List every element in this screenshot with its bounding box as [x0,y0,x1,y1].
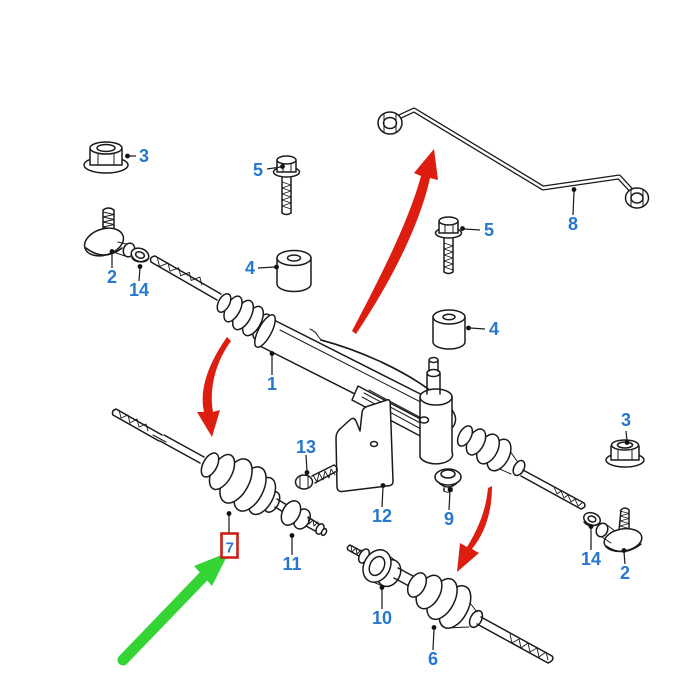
callout-7-highlighted[interactable]: 7 [226,540,234,557]
callout-14-right[interactable]: 14 [581,549,601,569]
callout-14-left[interactable]: 14 [129,280,149,300]
bushing-right [432,309,466,350]
callout-2-left[interactable]: 2 [107,267,117,287]
tie-rod-end-left [83,207,136,258]
callout-1[interactable]: 1 [267,374,277,394]
flange-nut-right [605,439,645,468]
callout-12[interactable]: 12 [372,506,392,526]
callout-4-right[interactable]: 4 [489,319,499,339]
highlight-box[interactable] [220,532,239,559]
callout-5-left[interactable]: 5 [253,160,263,180]
bracket-bolt [294,464,338,490]
mount-bolt-right [434,216,463,275]
flange-nut-left [83,141,129,174]
callout-11[interactable]: 11 [282,554,301,574]
mounting-bracket [335,399,394,493]
green-arrow-head [194,552,229,586]
callout-13[interactable]: 13 [296,437,316,457]
callout-2-right[interactable]: 2 [620,563,630,583]
callout-4-left[interactable]: 4 [245,258,255,278]
tie-rod-boot-bottom [346,544,554,664]
callout-9[interactable]: 9 [444,509,454,529]
pressure-pipe [377,107,650,209]
callout-5-right[interactable]: 5 [484,220,494,240]
callout-10[interactable]: 10 [372,608,392,628]
callout-6[interactable]: 6 [428,649,438,669]
leader-lines [109,153,630,651]
red-arrow-up-to-pipe [352,149,438,334]
inner-ball-joint-left [280,500,328,537]
tie-rod-boot-left [111,408,288,516]
callout-8[interactable]: 8 [568,214,578,234]
red-arrow-down-right [457,486,492,572]
green-pointer-arrow [117,552,229,666]
callout-labels: 3 2 14 5 4 1 8 5 4 13 12 9 11 7 10 6 3 1… [107,146,631,669]
bushing-left [276,249,312,293]
callout-3-left[interactable]: 3 [139,146,149,166]
lock-nut-left [130,247,150,263]
callout-3-right[interactable]: 3 [621,410,631,430]
grommet [434,468,462,493]
red-arrow-down-left [197,337,231,437]
tie-rod-end-right [595,507,643,553]
green-arrow-shaft [117,571,209,666]
